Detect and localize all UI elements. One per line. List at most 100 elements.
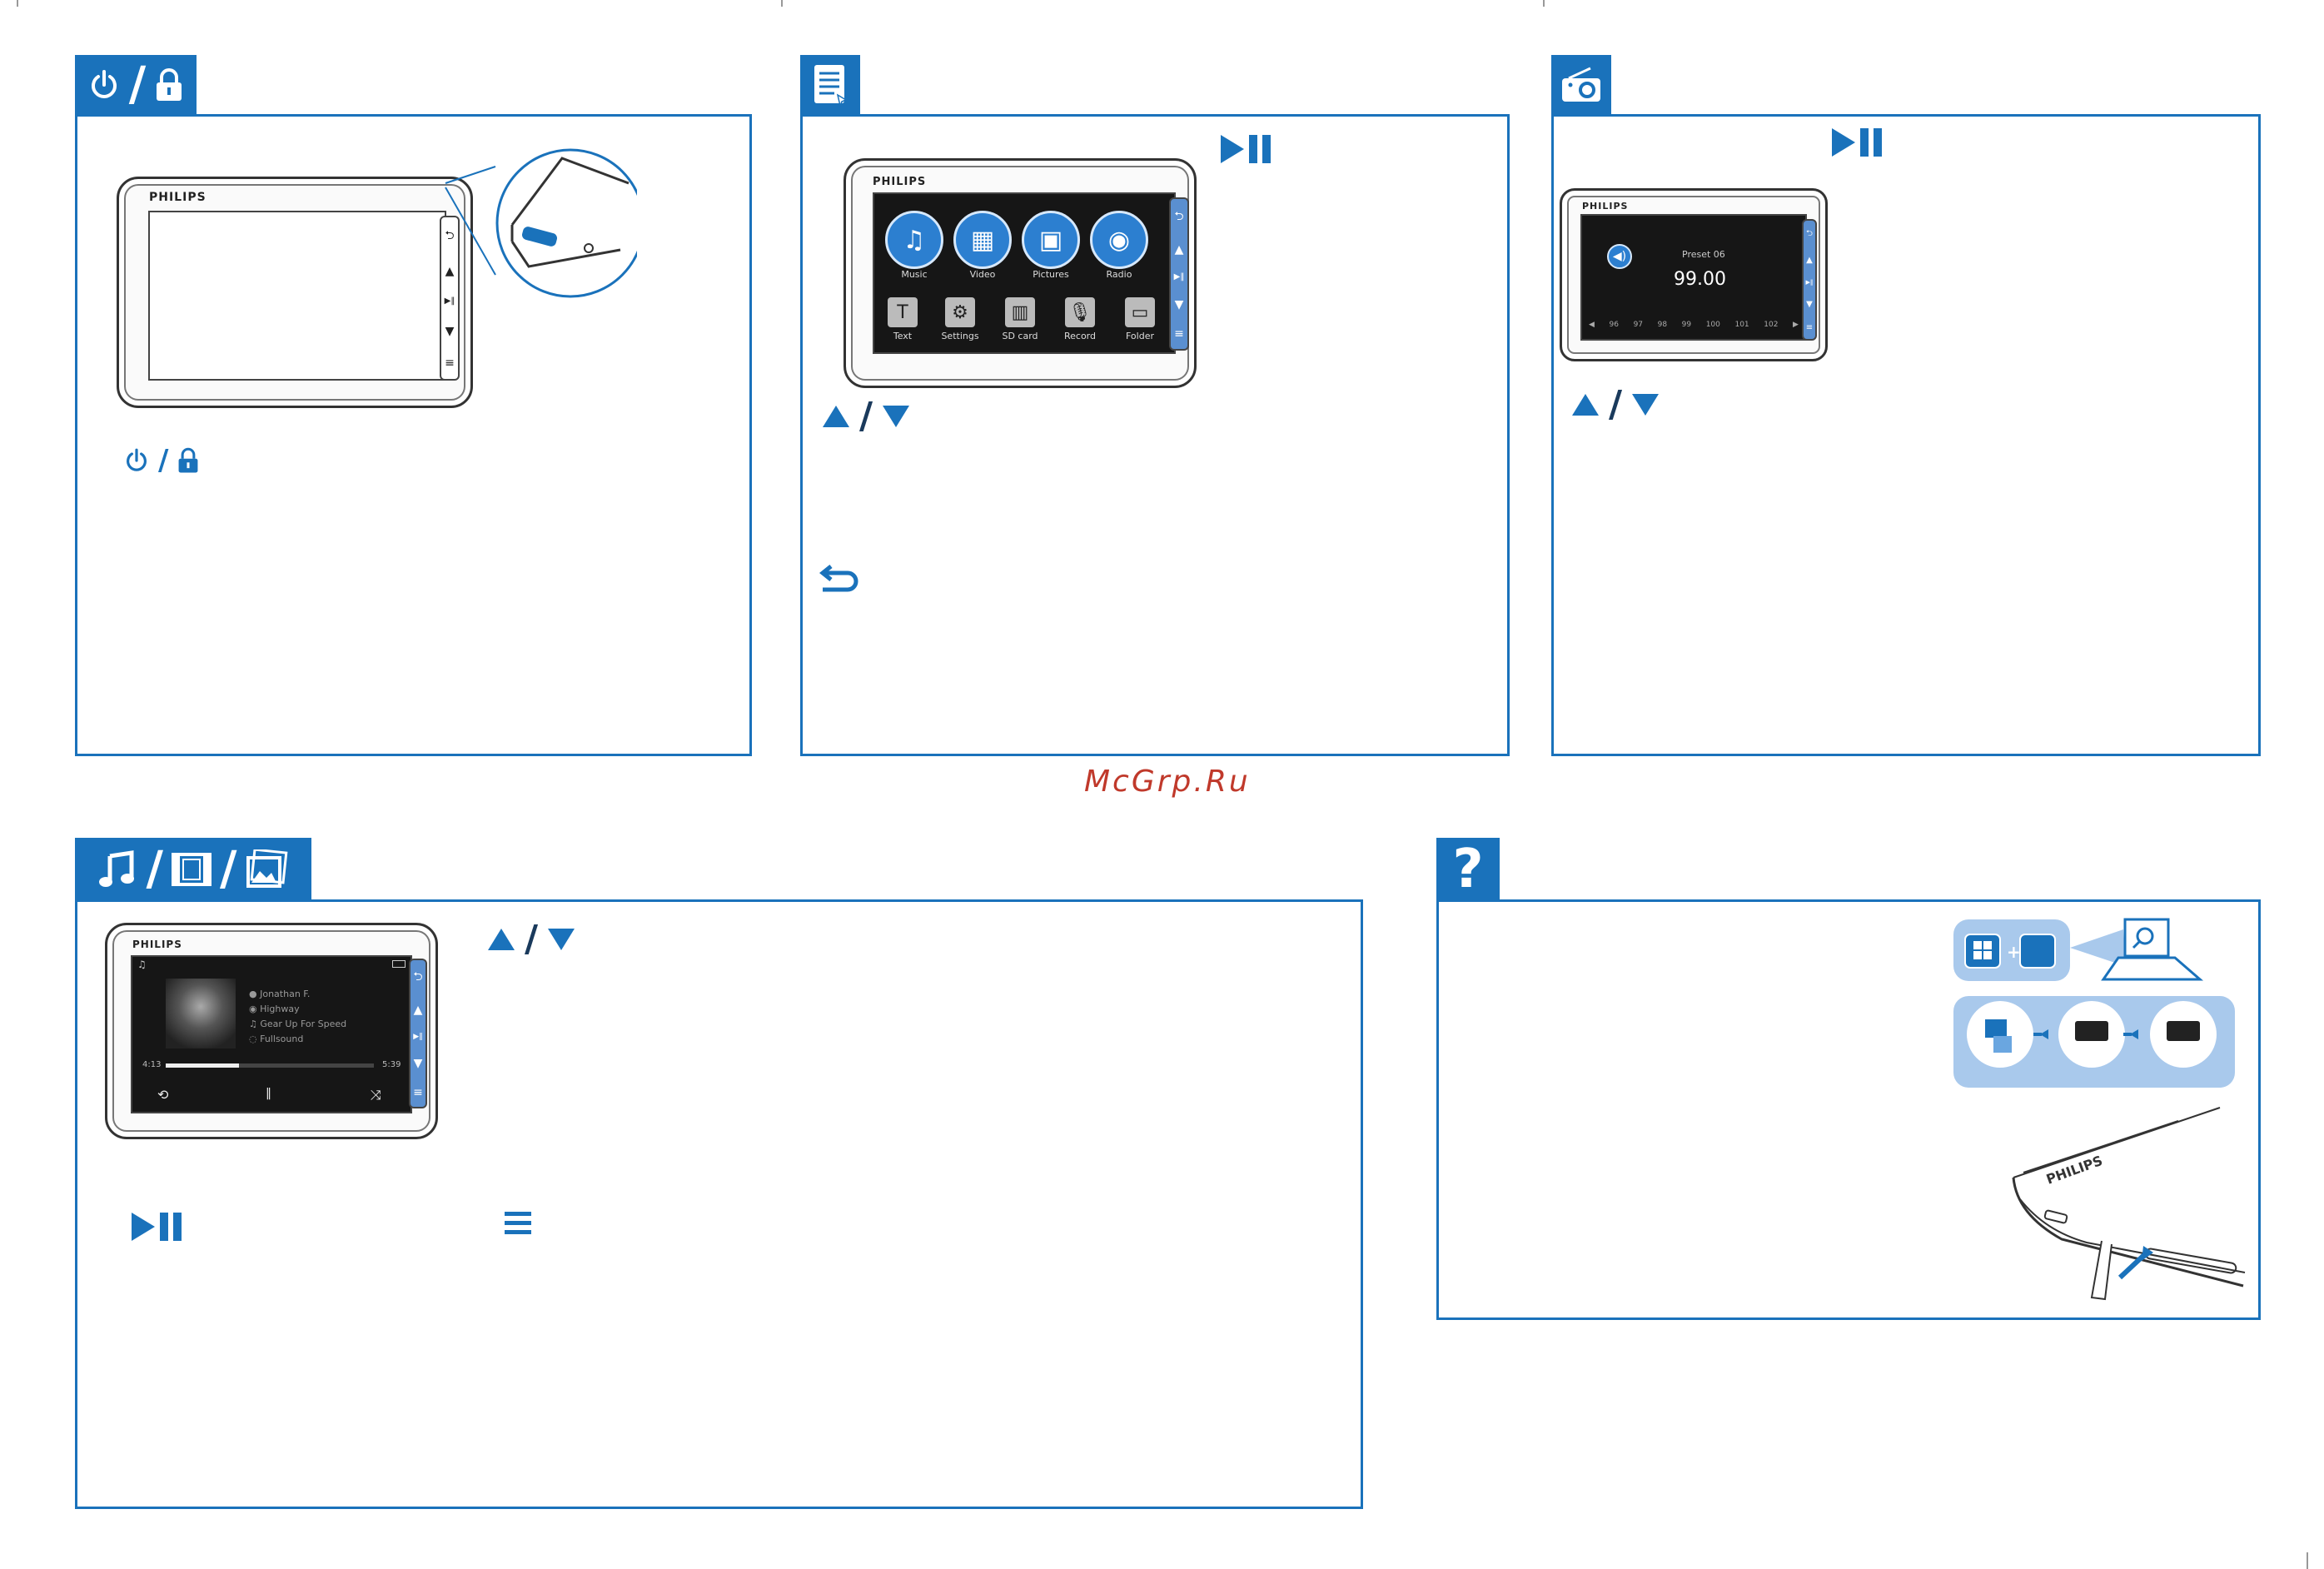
menu-item-radio: ◉Radio: [1087, 211, 1151, 280]
watermark: McGrp.Ru: [1084, 765, 1251, 799]
svg-text:+: +: [2007, 942, 2021, 962]
menu-item-pictures: ▣Pictures: [1019, 211, 1082, 280]
question-icon: ?: [1452, 839, 1484, 900]
down-icon: ▼: [445, 324, 455, 338]
music-icon: [98, 850, 134, 887]
preset-label: Preset 06: [1682, 249, 1725, 260]
lock-icon: [178, 447, 198, 473]
play-pause-icon: ▶‖: [1173, 272, 1185, 282]
device-side-buttons: ⮌▲▶‖▼≡: [1169, 197, 1189, 351]
crop-mark: [2307, 1552, 2308, 1569]
power-switch-zoom: [445, 148, 637, 298]
back-icon: ⮌: [413, 970, 423, 984]
player-device: PHILIPS ⮌▲▶‖▼≡: [117, 177, 473, 408]
menu-panel: [800, 114, 1510, 756]
media-tab: / /: [75, 838, 311, 901]
back-icon: [819, 565, 858, 592]
up-down-icons: /: [486, 921, 576, 958]
device-side-buttons: ⮌▲▶‖▼≡: [440, 216, 460, 381]
power-icon: [91, 70, 117, 98]
gear-icon: ⚙: [945, 297, 975, 327]
pictures-icon: ▣: [1022, 211, 1080, 269]
player-device: PHILIPS ♫Music ▦Video ▣Pictures ◉Radio T…: [844, 158, 1197, 388]
battery-icon: [392, 960, 406, 968]
down-icon: ▼: [413, 1056, 423, 1070]
sound-icon: ◌: [249, 1034, 257, 1044]
list-icon: [814, 65, 848, 107]
up-icon: ▲: [445, 265, 455, 279]
down-icon: [883, 406, 910, 427]
crop-mark: [1543, 0, 1545, 7]
device-brand: PHILIPS: [132, 939, 182, 950]
down-icon: ▼: [1174, 297, 1184, 311]
elapsed-time: 4:13: [142, 1060, 162, 1069]
play-pause-icon: [132, 1213, 182, 1241]
person-icon: ●: [249, 989, 257, 999]
menu-item-video: ▦Video: [951, 211, 1014, 280]
play-pause-icon: ▶‖: [444, 296, 455, 306]
device-screen: [148, 211, 446, 381]
power-lock-instruction-icon: /: [123, 446, 200, 475]
help-panel: [1436, 899, 2261, 1320]
down-icon: ▼: [1806, 299, 1813, 309]
up-icon: ▲: [413, 1004, 423, 1018]
crop-mark: [17, 0, 18, 7]
radio-tab: [1551, 55, 1611, 115]
progress-fill: [166, 1063, 239, 1068]
play-pause-icon: [1832, 128, 1882, 157]
play-pause-icon: [1221, 135, 1271, 163]
menu-icon: ≡: [413, 1085, 423, 1099]
artist-row: ● Jonathan F.: [249, 989, 311, 999]
menu-icon: [505, 1212, 531, 1234]
power-lock-panel: [75, 114, 752, 756]
menu-icon: ≡: [1805, 322, 1814, 332]
album-art: [166, 979, 236, 1048]
device-side-buttons: ⮌ ▲ ▶‖ ▼ ≡: [409, 959, 427, 1108]
back-icon: ⮌: [1805, 229, 1813, 239]
up-icon: ▲: [1806, 256, 1813, 266]
video-icon: [172, 853, 211, 886]
up-icon: [1572, 394, 1599, 416]
device-side-buttons: ⮌▲▶‖▼≡: [1802, 219, 1817, 341]
radio-icon: [1562, 67, 1600, 102]
progress-track[interactable]: [166, 1063, 374, 1068]
up-down-icons: /: [821, 398, 911, 435]
menu-item-sd-card: ▥SD card: [991, 297, 1049, 341]
music-icon: ♫: [885, 211, 943, 269]
menu-item-record: 🎙Record: [1051, 297, 1109, 341]
title-row: ♫ Gear Up For Speed: [249, 1019, 347, 1029]
shuffle-icon[interactable]: ⤨: [371, 1087, 381, 1103]
video-icon: ▦: [953, 211, 1012, 269]
help-steps-diagram: +: [1953, 918, 2235, 1088]
track-info: ● Jonathan F. ◉ Highway ♫ Gear Up For Sp…: [249, 987, 346, 1047]
player-device: PHILIPS ♫ ● Jonathan F. ◉ Highway ♫ Gear…: [105, 923, 438, 1139]
lock-icon: [157, 68, 182, 101]
microphone-icon: 🎙: [1065, 297, 1095, 327]
speaker-icon: ◀): [1607, 244, 1632, 269]
folder-icon: ▭: [1125, 297, 1155, 327]
down-icon: [1632, 394, 1660, 416]
power-icon: [127, 448, 147, 471]
note-icon: ♫: [137, 959, 147, 970]
pictures-icon: [246, 849, 288, 888]
menu-item-music: ♫Music: [883, 211, 946, 280]
pause-icon[interactable]: ‖: [266, 1087, 271, 1100]
reset-hole-illustration: PHILIPS: [2012, 1107, 2246, 1301]
frequency-display: 99.00: [1674, 269, 1726, 290]
repeat-icon[interactable]: ⟲: [157, 1087, 169, 1103]
tune-left-icon: ◀: [1589, 321, 1595, 329]
back-icon: ⮌: [445, 229, 455, 243]
radio-panel: [1551, 114, 2261, 756]
total-time: 5:39: [382, 1060, 401, 1069]
device-brand: PHILIPS: [873, 176, 927, 188]
up-icon: [488, 929, 515, 950]
play-pause-icon: ▶‖: [413, 1032, 423, 1041]
help-tab: ?: [1436, 838, 1500, 901]
device-brand: PHILIPS: [1582, 201, 1629, 212]
tune-right-icon: ▶: [1793, 321, 1799, 329]
crop-mark: [781, 0, 783, 7]
